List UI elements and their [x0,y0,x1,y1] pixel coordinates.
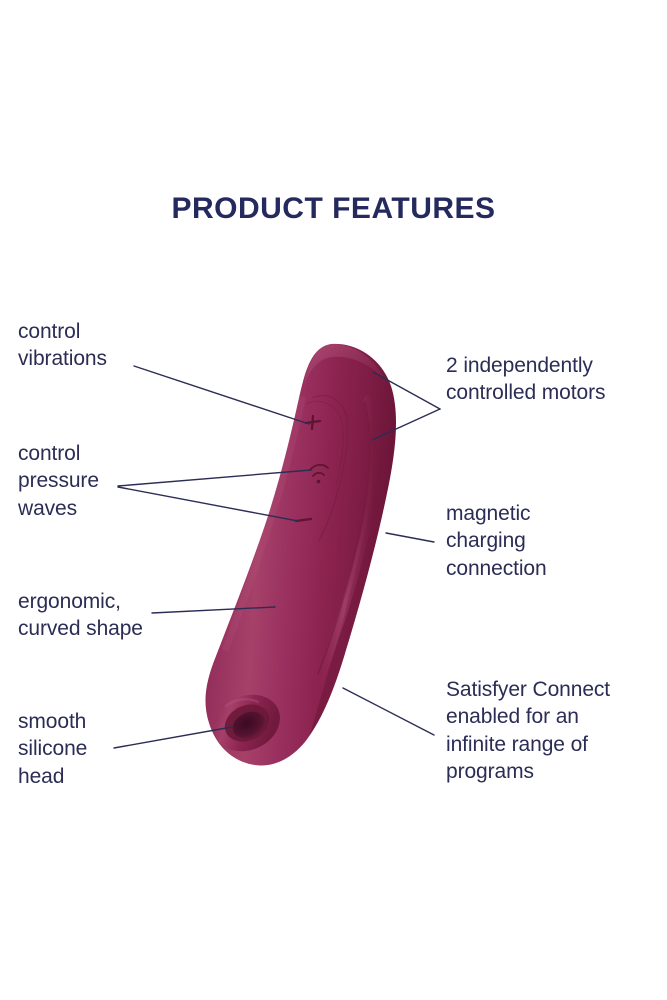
plus-button-icon[interactable] [304,414,322,431]
label-magnetic-charging-connection: magnetic charging connection [446,502,547,580]
leader-line-pressure-lower [117,486,299,522]
leader-line-connect [342,687,435,736]
leader-line-ergonomic [151,606,276,614]
leader-line-silicone [113,726,233,749]
leader-line-charging [385,532,435,543]
silicone-head [214,694,280,752]
leader-lines [113,365,441,749]
label-ergonomic-curved-shape: ergonomic, curved shape [18,590,143,641]
label-satisfyer-connect: Satisfyer Connect enabled for an infinit… [446,678,611,783]
page-title: PRODUCT FEATURES [171,192,496,225]
label-smooth-silicone-head: smooth silicone head [18,710,88,788]
leader-line-vibrations [133,365,310,425]
leader-line-pressure-upper [117,469,312,487]
connect-wifi-icon[interactable] [309,463,329,484]
leader-line-motors-upper [371,408,441,441]
label-control-vibrations: control vibrations [18,320,107,371]
label-controlled-motors: 2 independently controlled motors [446,354,606,405]
control-buttons[interactable] [294,414,329,523]
leader-line-motors-lower [372,371,441,410]
label-control-pressure-waves: control pressure waves [18,442,99,520]
